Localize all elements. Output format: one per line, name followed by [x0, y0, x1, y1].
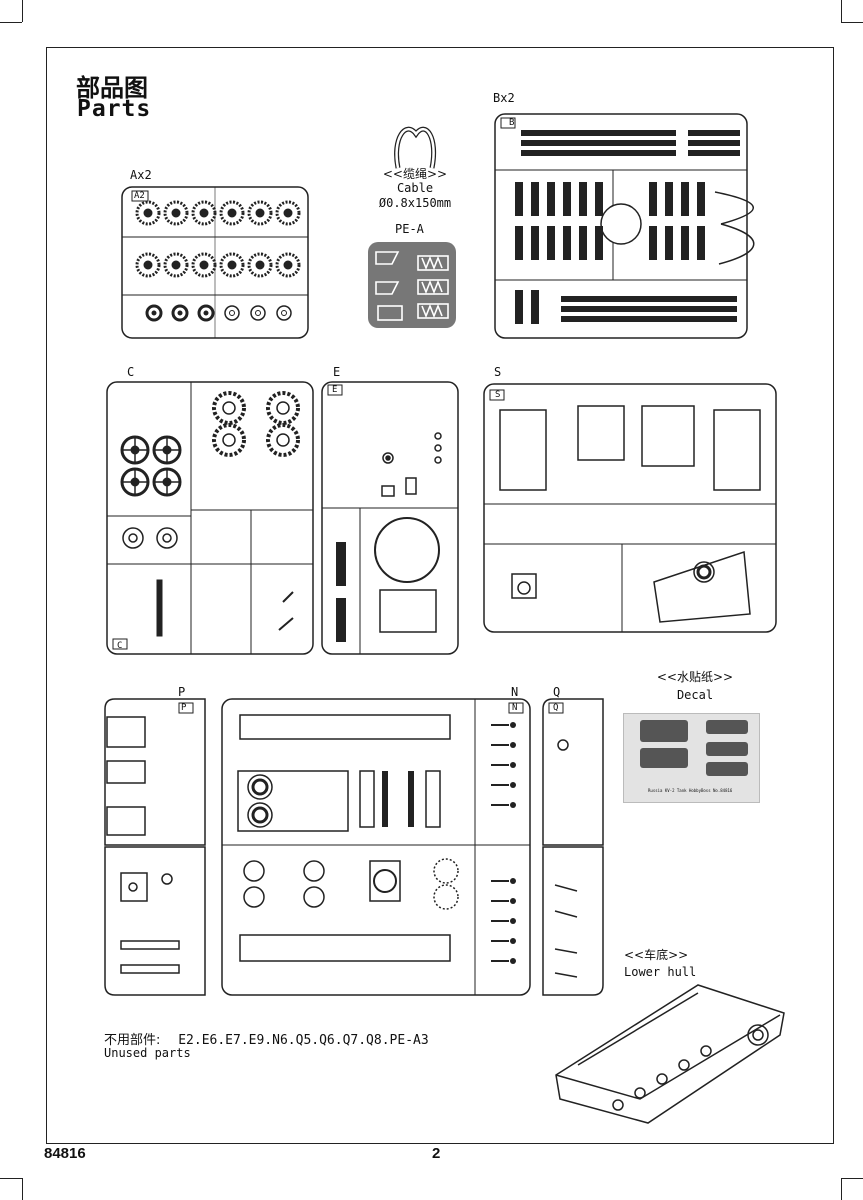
sprue-e-tag: E [332, 385, 338, 395]
sprue-e-label: E [333, 365, 341, 379]
sprue-b-tag: B [509, 118, 515, 128]
sprue-p-tag: P [181, 703, 187, 713]
sprue-p-label: P [178, 685, 186, 699]
sprue-c [106, 381, 314, 655]
sprue-e [321, 381, 459, 655]
decal-label-cn: <<水贴纸>> [656, 670, 734, 684]
sprue-a [121, 186, 309, 339]
cable-size: Ø0.8x150mm [378, 196, 452, 210]
sprue-n-label: N [511, 685, 519, 699]
decal-sheet: Russia KV-2 Tank HobbyBoss No.84816 [623, 713, 760, 803]
crop-mark [841, 1178, 863, 1179]
page-frame [46, 47, 834, 1144]
unused-label-cn: 不用部件: [104, 1033, 161, 1048]
cable-label-cn: <<缆绳>> [382, 167, 448, 181]
sprue-n [491, 702, 524, 964]
lower-hull-drawing [555, 984, 785, 1124]
sprue-a-label: Ax2 [130, 168, 152, 182]
crop-mark [841, 1178, 842, 1200]
pe-label: PE-A [395, 222, 424, 236]
crop-mark [841, 22, 863, 23]
unused-parts-list: E2.E6.E7.E9.N6.Q5.Q6.Q7.Q8.PE-A3 [178, 1033, 429, 1048]
kit-number: 84816 [44, 1145, 86, 1162]
decal-label-en: Decal [676, 688, 714, 702]
sprue-p [104, 698, 206, 996]
sprue-c-tag: C [117, 641, 123, 651]
decal-footer: Russia KV-2 Tank HobbyBoss No.84816 [648, 788, 733, 793]
crop-mark [22, 1178, 23, 1200]
sprue-q [542, 698, 604, 996]
crop-mark [22, 0, 23, 22]
sprue-c-label: C [127, 365, 135, 379]
sprue-s-label: S [494, 365, 502, 379]
sprue-q-tag: Q [553, 703, 559, 713]
sprue-a-tag: A2 [134, 191, 145, 201]
sprue-s [483, 383, 777, 633]
sprue-n-tag: N [512, 703, 518, 713]
sprue-b-label: Bx2 [493, 91, 515, 105]
crop-mark [0, 1178, 22, 1179]
cable-label-en: Cable [396, 181, 434, 195]
page-number: 2 [432, 1145, 441, 1162]
lower-hull-label-cn: <<车底>> [624, 948, 689, 962]
unused-label-en: Unused parts [104, 1046, 191, 1060]
sprue-b [494, 113, 755, 339]
sprue-q-label: Q [553, 685, 561, 699]
crop-mark [0, 22, 22, 23]
page-title-en: Parts [77, 96, 152, 122]
page-title-cn: 部品图 [76, 74, 148, 102]
sprue-s-tag: S [495, 390, 501, 400]
cable-icon [394, 126, 437, 169]
lower-hull-label-en: Lower hull [624, 965, 697, 979]
unused-parts-line: 不用部件: E2.E6.E7.E9.N6.Q5.Q6.Q7.Q8.PE-A3 [104, 1029, 429, 1048]
crop-mark [841, 0, 842, 22]
photo-etch-sheet [368, 242, 456, 328]
sprue-hull [221, 698, 531, 996]
